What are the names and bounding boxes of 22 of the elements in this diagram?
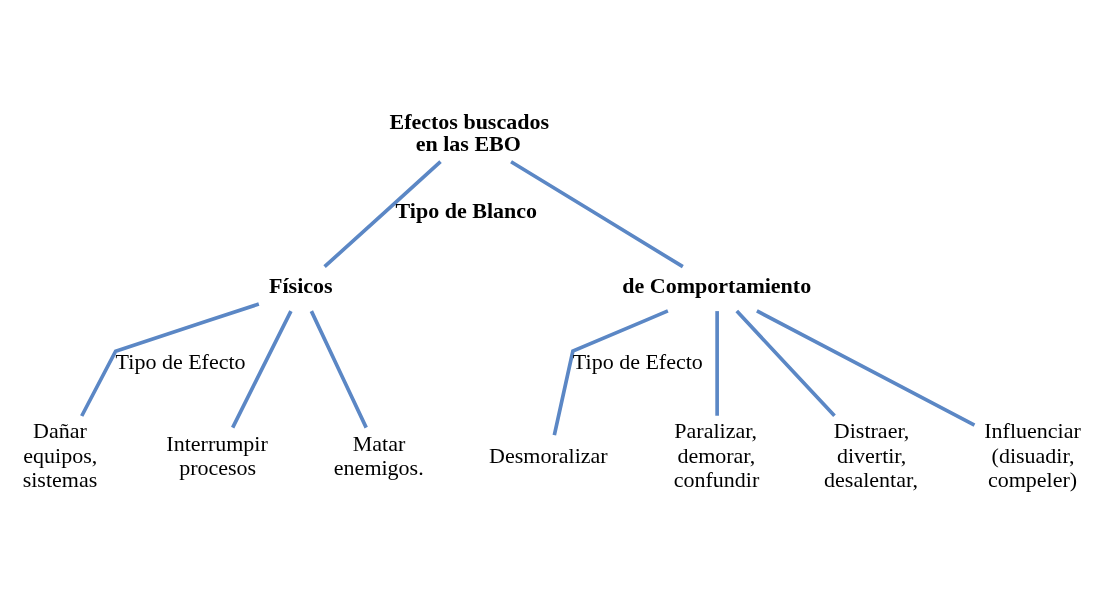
- edge-label: Tipo de Efecto: [115, 348, 246, 374]
- node-text: Efectos buscados en las EBO: [389, 109, 549, 157]
- node-text: Distraer, divertir, desalentar,: [824, 418, 918, 493]
- edge-label: Tipo de Efecto: [572, 348, 703, 374]
- connector: [735, 309, 836, 417]
- node-text: Físicos: [269, 272, 333, 298]
- connector: [323, 160, 442, 268]
- connector: [756, 309, 976, 427]
- node-text: Paralizar, demorar, confundir: [673, 418, 760, 493]
- node-text: Interrumpir procesos: [166, 430, 268, 481]
- connector: [80, 302, 260, 417]
- connector: [715, 311, 719, 416]
- node-text: Dañar equipos, sistemas: [22, 418, 98, 493]
- node-text: Influenciar (disuadir, compeler): [984, 418, 1081, 493]
- connector: [552, 309, 669, 436]
- connector: [510, 160, 684, 269]
- connector: [231, 310, 293, 429]
- edge-label: Tipo de Blanco: [395, 198, 538, 224]
- node-text: Matar enemigos.: [333, 430, 424, 481]
- node-text: de Comportamiento: [622, 272, 812, 298]
- connector: [309, 310, 368, 429]
- node-text: Desmoralizar: [489, 442, 608, 468]
